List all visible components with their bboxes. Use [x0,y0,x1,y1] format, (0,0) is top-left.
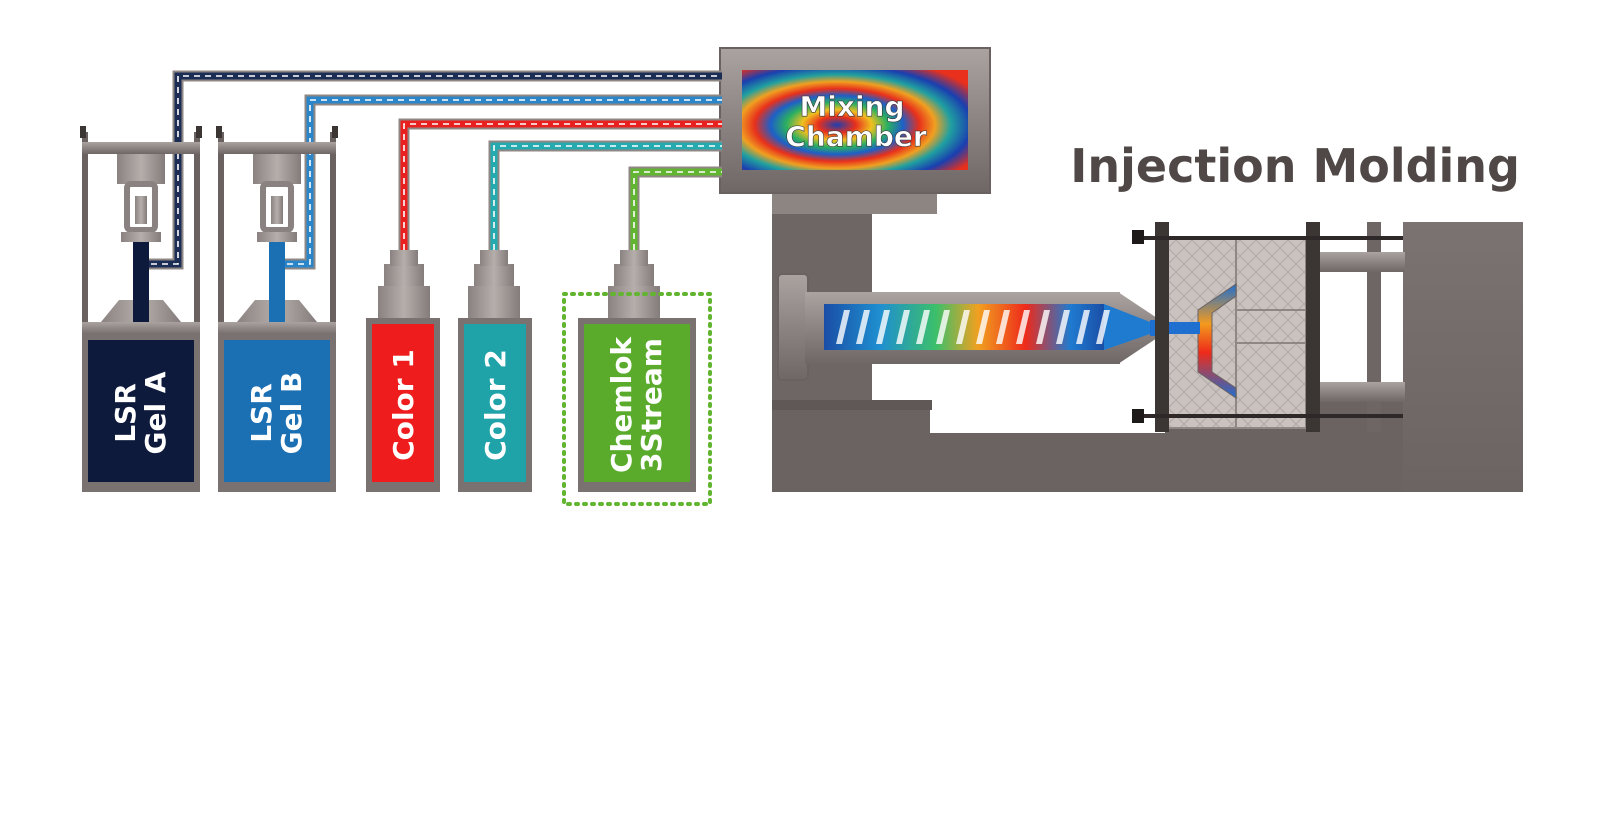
tank-body-gel-b [224,340,330,482]
tank-label-gel-a: LSRGel A [109,371,172,454]
screw-flight [1076,310,1090,344]
tank-color-2: Color 2 [458,140,722,492]
screw-flight [936,310,950,344]
tank-body-gel-a [88,340,194,482]
pipe-chemlok [628,166,722,250]
injection-barrel [777,273,1170,381]
screw-flight [996,310,1010,344]
tank-body-chemlok [584,324,690,482]
screw-flight [956,310,970,344]
screw-flight [916,310,930,344]
mixing-chamber: Mixing Chamber [719,47,991,214]
highlight-border [562,292,712,506]
mixing-chamber-label-line1: Mixing [799,90,904,123]
screw-flight [1096,310,1110,344]
tank-gel-a: LSRGel A [80,70,722,492]
tank-body-color-1 [372,324,434,482]
tank-chemlok: Chemlok3Stream [562,166,722,506]
screw-flight [1056,310,1070,344]
tank-label-color-2: Color 2 [479,349,512,461]
screw-flight [876,310,890,344]
screw-flight [856,310,870,344]
mixing-chamber-label-line2: Chamber [785,120,927,153]
tank-color-1: Color 1 [366,118,722,492]
screw-flight [976,310,990,344]
screw-flight [1036,310,1050,344]
tank-label-chemlok: Chemlok3Stream [605,336,668,473]
screw-flight [896,310,910,344]
pipe-color-1 [398,118,722,250]
tank-gel-b: LSRGel B [216,94,722,492]
screw-flights [836,310,1110,344]
tank-body-color-2 [464,324,526,482]
mold [1132,222,1405,432]
screw-flight [1016,310,1030,344]
tank-label-color-1: Color 1 [387,349,420,461]
diagram-title: Injection Molding [1070,139,1520,193]
screw-flight [836,310,850,344]
pipe-color-2 [488,140,722,250]
tank-group: LSRGel A LSRGel B Color 1 Color 2 Chemlok3St… [80,70,722,506]
tank-label-gel-b: LSRGel B [245,372,308,455]
